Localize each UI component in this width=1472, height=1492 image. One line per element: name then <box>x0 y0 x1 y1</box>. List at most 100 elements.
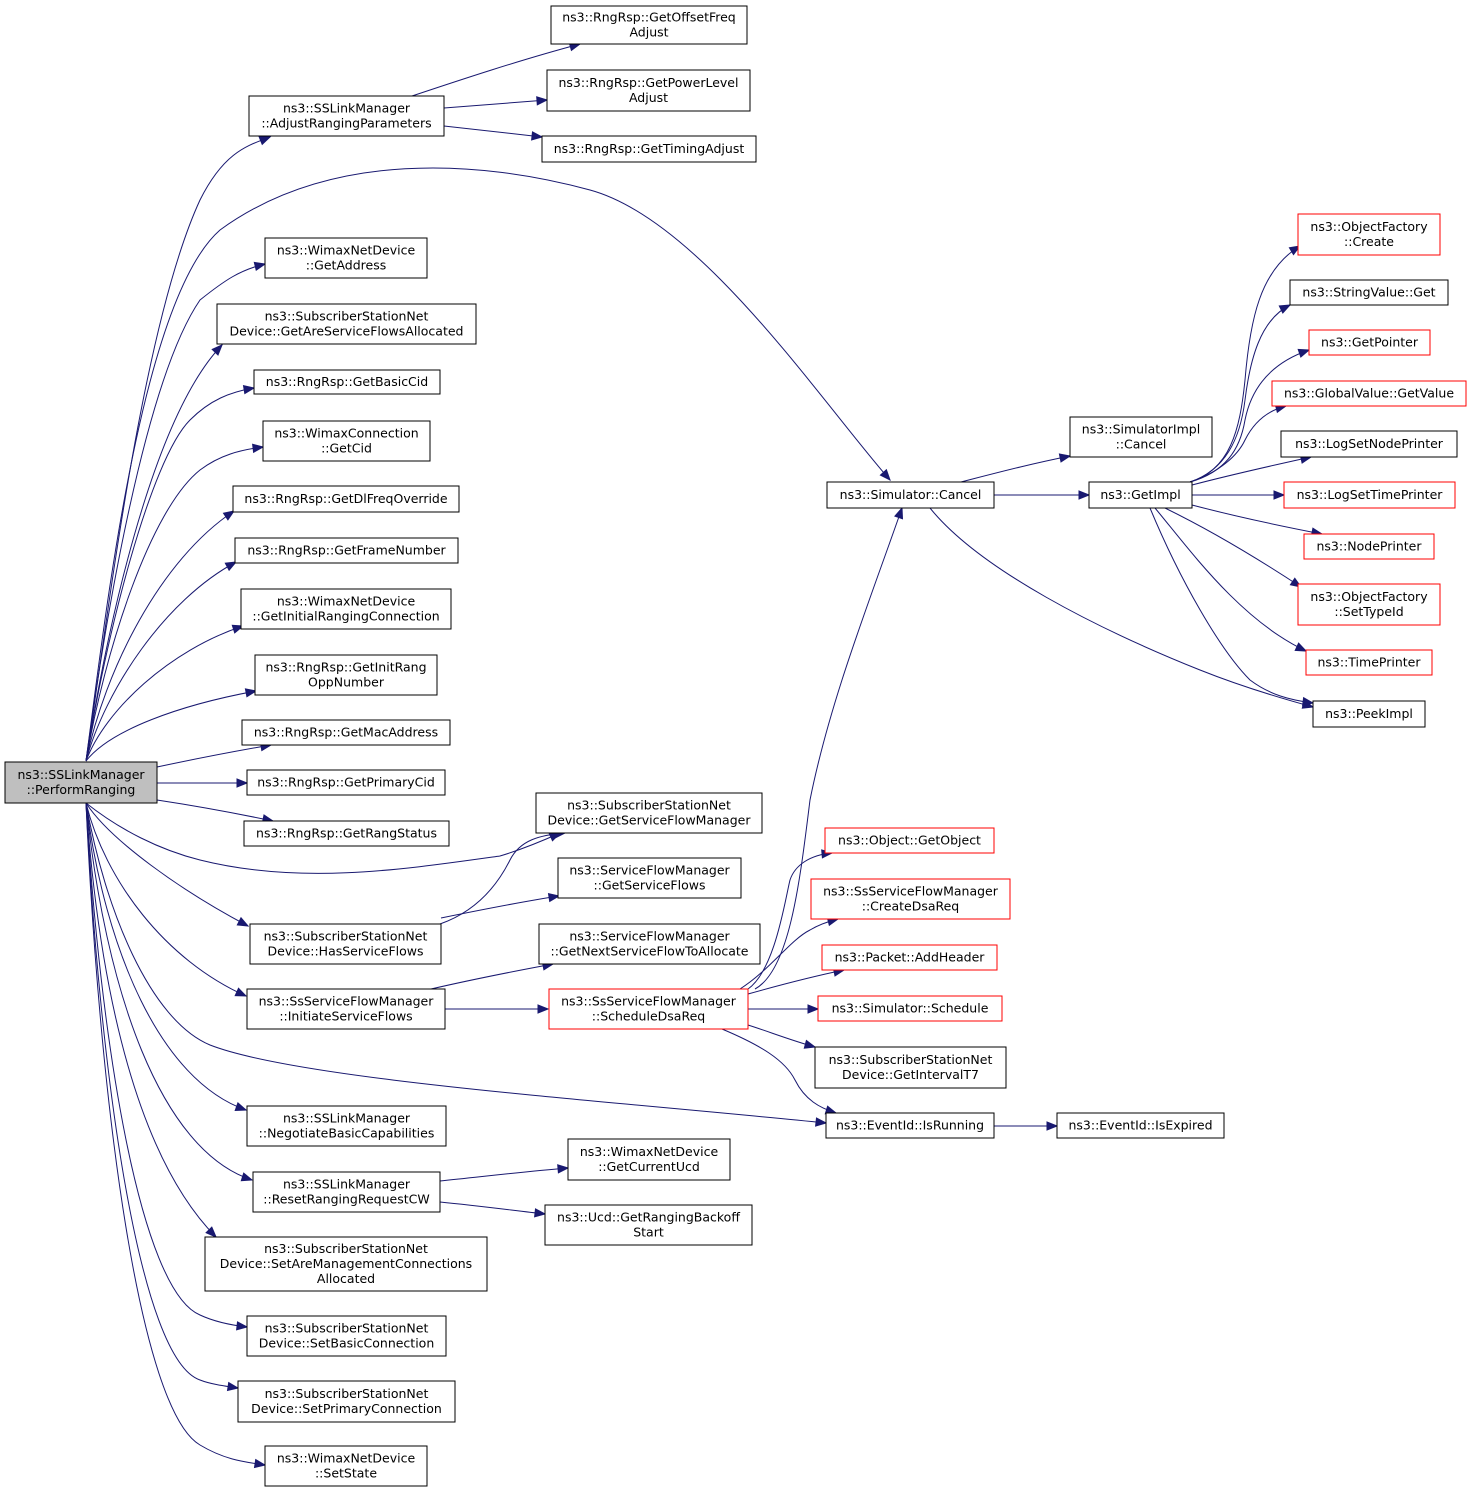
node-box[interactable] <box>567 1138 731 1181</box>
node-box[interactable] <box>535 792 763 834</box>
node-scheddsa[interactable]: ns3::SsServiceFlowManager::ScheduleDsaRe… <box>548 988 749 1030</box>
node-getimpl[interactable]: ns3::GetImpl <box>1088 481 1193 509</box>
node-box[interactable] <box>246 988 446 1030</box>
node-getaddress[interactable]: ns3::WimaxNetDevice::GetAddress <box>264 237 428 279</box>
node-peekimpl[interactable]: ns3::PeekImpl <box>1312 700 1426 728</box>
node-primarycid[interactable]: ns3::RngRsp::GetPrimaryCid <box>246 769 446 796</box>
node-box[interactable] <box>1308 329 1431 356</box>
node-basiccid[interactable]: ns3::RngRsp::GetBasicCid <box>253 369 441 395</box>
node-initrangconn[interactable]: ns3::WimaxNetDevice::GetInitialRangingCo… <box>240 588 452 630</box>
node-setprimary[interactable]: ns3::SubscriberStationNetDevice::SetPrim… <box>237 1380 456 1423</box>
node-box[interactable] <box>237 1380 456 1423</box>
node-box[interactable] <box>824 827 995 854</box>
node-setstate[interactable]: ns3::WimaxNetDevice::SetState <box>264 1445 428 1487</box>
node-box[interactable] <box>821 944 998 971</box>
node-box[interactable] <box>264 237 428 279</box>
node-settypeid[interactable]: ns3::ObjectFactory::SetTypeId <box>1297 583 1441 626</box>
node-setbasic[interactable]: ns3::SubscriberStationNetDevice::SetBasi… <box>246 1315 447 1357</box>
node-box[interactable] <box>817 995 1003 1022</box>
node-intervalt7[interactable]: ns3::SubscriberStationNetDevice::GetInte… <box>814 1046 1007 1089</box>
node-box[interactable] <box>1312 700 1426 728</box>
node-box[interactable] <box>1069 416 1213 458</box>
node-macaddr[interactable]: ns3::RngRsp::GetMacAddress <box>241 719 451 746</box>
node-root[interactable]: ns3::SSLinkManager::PerformRanging <box>4 761 158 804</box>
node-framenum[interactable]: ns3::RngRsp::GetFrameNumber <box>234 537 459 564</box>
node-box[interactable] <box>1297 583 1441 626</box>
node-schedule[interactable]: ns3::Simulator::Schedule <box>817 995 1003 1022</box>
node-getobject[interactable]: ns3::Object::GetObject <box>824 827 995 854</box>
node-setmgmt[interactable]: ns3::SubscriberStationNetDevice::SetAreM… <box>204 1236 488 1292</box>
node-rangstatus[interactable]: ns3::RngRsp::GetRangStatus <box>243 820 450 847</box>
node-box[interactable] <box>246 1105 447 1147</box>
node-box[interactable] <box>262 420 431 462</box>
node-box[interactable] <box>252 1171 441 1213</box>
node-box[interactable] <box>810 878 1011 920</box>
node-box[interactable] <box>249 923 442 965</box>
node-simcancel[interactable]: ns3::Simulator::Cancel <box>826 481 995 509</box>
node-box[interactable] <box>264 1445 428 1487</box>
node-timeprinter[interactable]: ns3::TimePrinter <box>1305 649 1433 676</box>
node-gvgetvalue[interactable]: ns3::GlobalValue::GetValue <box>1271 380 1467 407</box>
node-dlfreq[interactable]: ns3::RngRsp::GetDlFreqOverride <box>232 485 460 513</box>
node-ofcreate[interactable]: ns3::ObjectFactory::Create <box>1297 213 1441 256</box>
node-box[interactable] <box>541 135 757 163</box>
node-isrunning[interactable]: ns3::EventId::IsRunning <box>825 1112 995 1139</box>
node-addheader[interactable]: ns3::Packet::AddHeader <box>821 944 998 971</box>
node-box[interactable] <box>216 303 477 345</box>
node-box[interactable] <box>234 537 459 564</box>
node-box[interactable] <box>4 761 158 804</box>
node-timing[interactable]: ns3::RngRsp::GetTimingAdjust <box>541 135 757 163</box>
node-box[interactable] <box>1271 380 1467 407</box>
node-box[interactable] <box>1303 533 1435 560</box>
node-getcid[interactable]: ns3::WimaxConnection::GetCid <box>262 420 431 462</box>
node-hassf[interactable]: ns3::SubscriberStationNetDevice::HasServ… <box>249 923 442 965</box>
node-box[interactable] <box>1297 213 1441 256</box>
node-resetcw[interactable]: ns3::SSLinkManager::ResetRangingRequestC… <box>252 1171 441 1213</box>
node-box[interactable] <box>1289 279 1449 306</box>
node-isexpired[interactable]: ns3::EventId::IsExpired <box>1056 1112 1225 1139</box>
node-box[interactable] <box>826 481 995 509</box>
node-initiatesf[interactable]: ns3::SsServiceFlowManager::InitiateServi… <box>246 988 446 1030</box>
node-createdsa[interactable]: ns3::SsServiceFlowManager::CreateDsaReq <box>810 878 1011 920</box>
node-box[interactable] <box>243 820 450 847</box>
node-negotiate[interactable]: ns3::SSLinkManager::NegotiateBasicCapabi… <box>246 1105 447 1147</box>
node-box[interactable] <box>246 769 446 796</box>
node-box[interactable] <box>557 857 742 899</box>
node-nextsf[interactable]: ns3::ServiceFlowManager::GetNextServiceF… <box>538 923 761 965</box>
node-lognode[interactable]: ns3::LogSetNodePrinter <box>1280 430 1458 458</box>
node-logtime[interactable]: ns3::LogSetTimePrinter <box>1283 481 1456 509</box>
node-getsf[interactable]: ns3::ServiceFlowManager::GetServiceFlows <box>557 857 742 899</box>
node-currentucd[interactable]: ns3::WimaxNetDevice::GetCurrentUcd <box>567 1138 731 1181</box>
node-nodeprinter[interactable]: ns3::NodePrinter <box>1303 533 1435 560</box>
node-box[interactable] <box>232 485 460 513</box>
node-box[interactable] <box>253 369 441 395</box>
node-getpointer[interactable]: ns3::GetPointer <box>1308 329 1431 356</box>
node-box[interactable] <box>1280 430 1458 458</box>
node-box[interactable] <box>538 923 761 965</box>
node-box[interactable] <box>1283 481 1456 509</box>
node-box[interactable] <box>825 1112 995 1139</box>
node-box[interactable] <box>548 988 749 1030</box>
node-adjust[interactable]: ns3::SSLinkManager::AdjustRangingParamet… <box>248 95 445 137</box>
node-box[interactable] <box>1088 481 1193 509</box>
node-box[interactable] <box>544 1204 753 1246</box>
node-areflows[interactable]: ns3::SubscriberStationNetDevice::GetAreS… <box>216 303 477 345</box>
node-simimplcancel[interactable]: ns3::SimulatorImpl::Cancel <box>1069 416 1213 458</box>
node-box[interactable] <box>254 654 438 696</box>
node-box[interactable] <box>204 1236 488 1292</box>
node-box[interactable] <box>550 5 748 45</box>
node-box[interactable] <box>1305 649 1433 676</box>
node-box[interactable] <box>248 95 445 137</box>
node-box[interactable] <box>241 719 451 746</box>
node-box[interactable] <box>246 1315 447 1357</box>
node-box[interactable] <box>546 69 751 112</box>
node-box[interactable] <box>1056 1112 1225 1139</box>
node-getsfm[interactable]: ns3::SubscriberStationNetDevice::GetServ… <box>535 792 763 834</box>
node-box[interactable] <box>814 1046 1007 1089</box>
node-box[interactable] <box>240 588 452 630</box>
node-strget[interactable]: ns3::StringValue::Get <box>1289 279 1449 306</box>
